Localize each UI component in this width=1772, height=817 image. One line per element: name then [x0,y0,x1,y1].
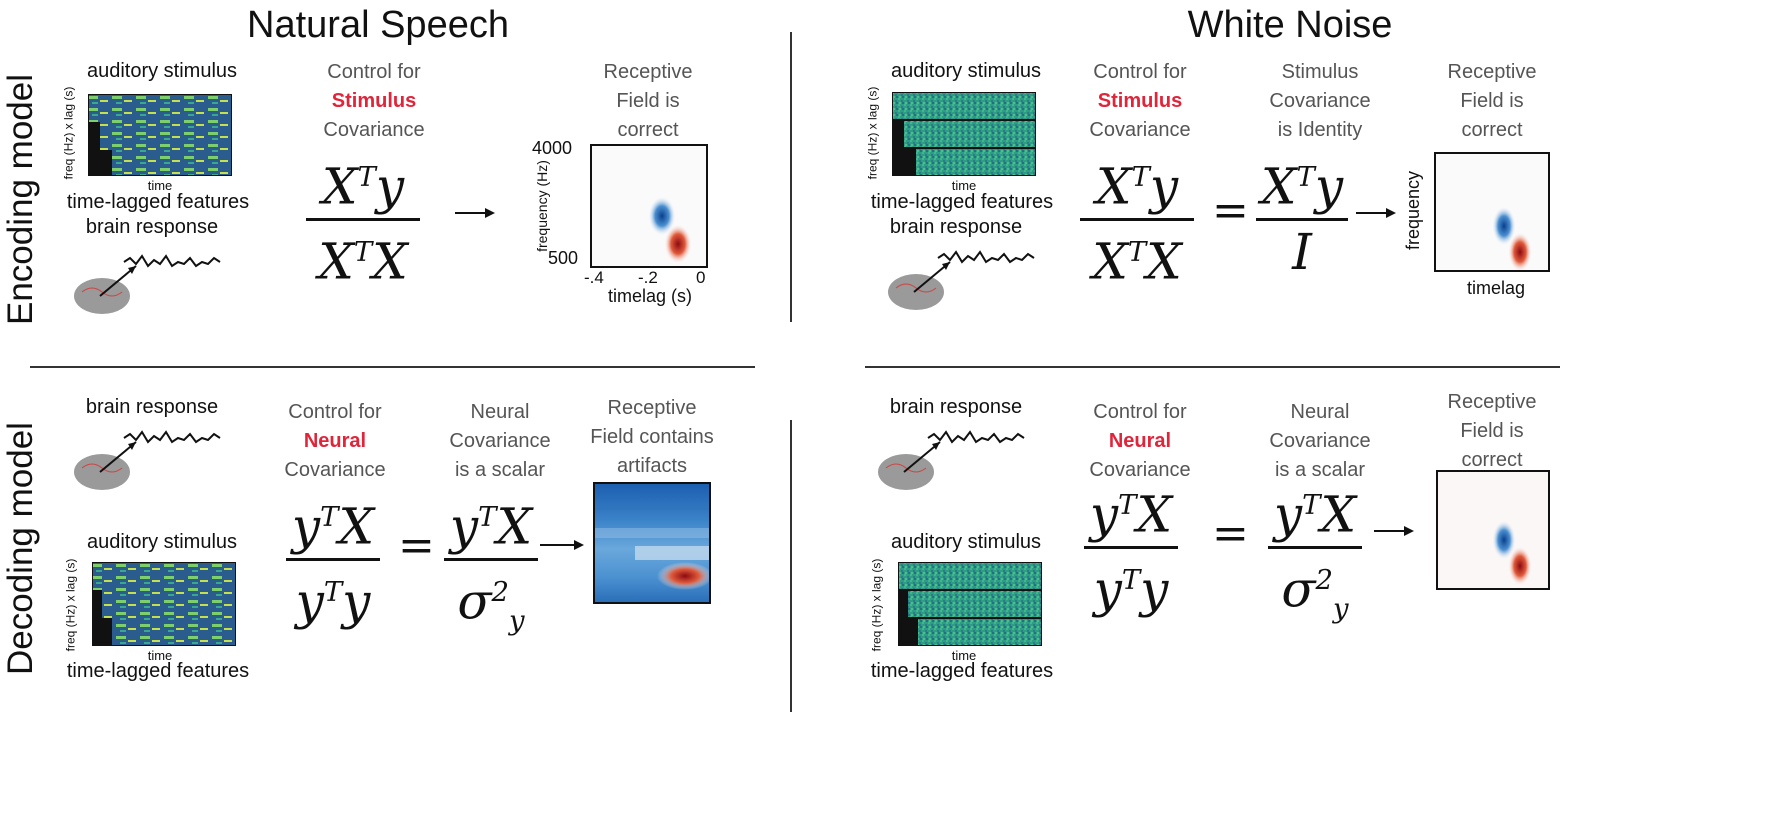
cov-line-3-dec-noise: is a scalar [1274,459,1366,481]
control-keyword-stimulus: Stimulus [331,90,417,112]
formula-decoding-noise: yTX yTy [1084,476,1178,618]
rf-line-1-dec-noise: Receptive [1447,391,1537,413]
spectrogram-noise-decoding [897,561,1043,647]
label-brain-response-decoding: brain response [85,396,219,418]
rf-line-3: correct [617,119,679,141]
brain-response-graphic [72,244,232,316]
control-line-1-dec-noise: Control for [1093,401,1187,423]
control-line-3-dec-noise: Covariance [1089,459,1191,481]
spectrogram-speech-encoding [87,93,233,177]
arrow-icon [455,206,495,225]
label-time-lagged: time-lagged features [66,191,250,213]
y-tick-bottom: 500 [548,248,579,268]
control-line-3-dec: Covariance [284,459,386,481]
label-time-lagged-dec-noise: time-lagged features [870,660,1054,682]
formula-encoding-speech: XTy XTX [306,148,420,290]
header-natural-speech: Natural Speech [247,4,509,46]
rf-line-2: Field is [616,90,680,112]
label-auditory-stimulus-noise: auditory stimulus [890,60,1042,82]
rf-plot-speech-encoding [590,144,708,268]
label-auditory-stimulus: auditory stimulus [86,60,238,82]
rf-ylabel: frequency (Hz) [533,160,550,252]
header-white-noise: White Noise [1187,4,1393,46]
equals-sign-dec: = [398,520,435,571]
equals-sign-dec-noise: = [1212,508,1249,559]
arrow-icon-noise [1356,206,1396,225]
time-axis-label: time [147,178,173,193]
vertical-divider-bottom [790,420,792,712]
horizontal-divider-left [30,366,755,368]
x-tick-1: -.4 [584,268,604,287]
time-axis-label-dec-noise: time [951,648,977,663]
x-tick-3: 0 [696,268,706,287]
formula-encoding-noise-identity: XTy I [1256,148,1348,281]
arrow-icon-dec-noise [1374,524,1414,543]
rf-line-2-dec-noise: Field is [1460,420,1524,442]
rf-line-1: Receptive [603,61,693,83]
label-auditory-stimulus-decoding: auditory stimulus [86,531,238,553]
cov-line-2-dec: Covariance [449,430,551,452]
x-tick-2: -.2 [638,268,658,287]
freq-axis-label-noise: freq (Hz) x lag (s) [865,86,880,180]
rf-line-3-dec-noise: correct [1461,449,1523,471]
control-keyword-stimulus-noise: Stimulus [1097,90,1183,112]
control-line-3: Covariance [323,119,425,141]
label-time-lagged-decoding: time-lagged features [66,660,250,682]
cov-line-3-dec: is a scalar [454,459,546,481]
control-keyword-neural: Neural [303,430,367,452]
time-axis-label-decoding: time [147,648,173,663]
label-auditory-stimulus-dec-noise: auditory stimulus [890,531,1042,553]
rf-line-1-dec: Receptive [607,397,697,419]
freq-axis-label: freq (Hz) x lag (s) [61,86,76,180]
cov-line-3-noise: is Identity [1277,119,1363,141]
spectrogram-noise-encoding [891,91,1037,177]
rf-plot-noise-decoding [1436,470,1550,590]
rf-line-2-dec: Field contains [590,426,714,448]
formula-decoding-noise-scalar: yTX σ2y [1268,476,1362,637]
rf-line-3-dec: artifacts [616,455,688,477]
row-label-encoding: Encoding model [1,74,40,325]
equals-sign: = [1212,185,1249,236]
cov-line-1-noise: Stimulus [1281,61,1359,83]
vertical-divider-top [790,32,792,322]
cov-line-2-dec-noise: Covariance [1269,430,1371,452]
spectrogram-speech-decoding [91,561,237,647]
label-brain-response-noise: brain response [889,216,1023,238]
label-time-lagged-noise: time-lagged features [870,191,1054,213]
rf-plot-artifacts [593,482,713,604]
rf-xlabel: timelag (s) [607,286,693,306]
control-keyword-neural-noise: Neural [1108,430,1172,452]
freq-axis-label-dec-noise: freq (Hz) x lag (s) [869,558,884,652]
label-brain-response: brain response [85,216,219,238]
formula-decoding-speech: yTX yTy [286,488,380,630]
row-label-decoding: Decoding model [1,422,40,675]
control-line-1-noise: Control for [1093,61,1187,83]
brain-response-graphic-decoding [72,424,232,496]
control-line-1-dec: Control for [288,401,382,423]
cov-line-1-dec-noise: Neural [1290,401,1350,423]
cov-line-1-dec: Neural [470,401,530,423]
label-brain-response-dec-noise: brain response [889,396,1023,418]
arrow-icon-dec [540,538,584,557]
brain-response-graphic-noise [886,240,1046,312]
control-line-3-noise: Covariance [1089,119,1191,141]
spectrogram-graphic [87,93,233,177]
time-axis-label-noise: time [951,178,977,193]
rf-ylabel-noise: frequency [1403,170,1424,251]
rf-line-1-noise: Receptive [1447,61,1537,83]
rf-xlabel-noise: timelag [1466,278,1526,298]
y-tick-top: 4000 [532,138,573,158]
brain-response-graphic-dec-noise [876,424,1036,496]
rf-line-2-noise: Field is [1460,90,1524,112]
rf-plot-noise-encoding [1434,152,1550,272]
formula-encoding-noise: XTy XTX [1080,148,1194,290]
rf-line-3-noise: correct [1461,119,1523,141]
freq-axis-label-decoding: freq (Hz) x lag (s) [63,558,78,652]
horizontal-divider-right [865,366,1560,368]
formula-decoding-speech-scalar: yTX σ2y [444,488,538,649]
control-line-1: Control for [327,61,421,83]
cov-line-2-noise: Covariance [1269,90,1371,112]
